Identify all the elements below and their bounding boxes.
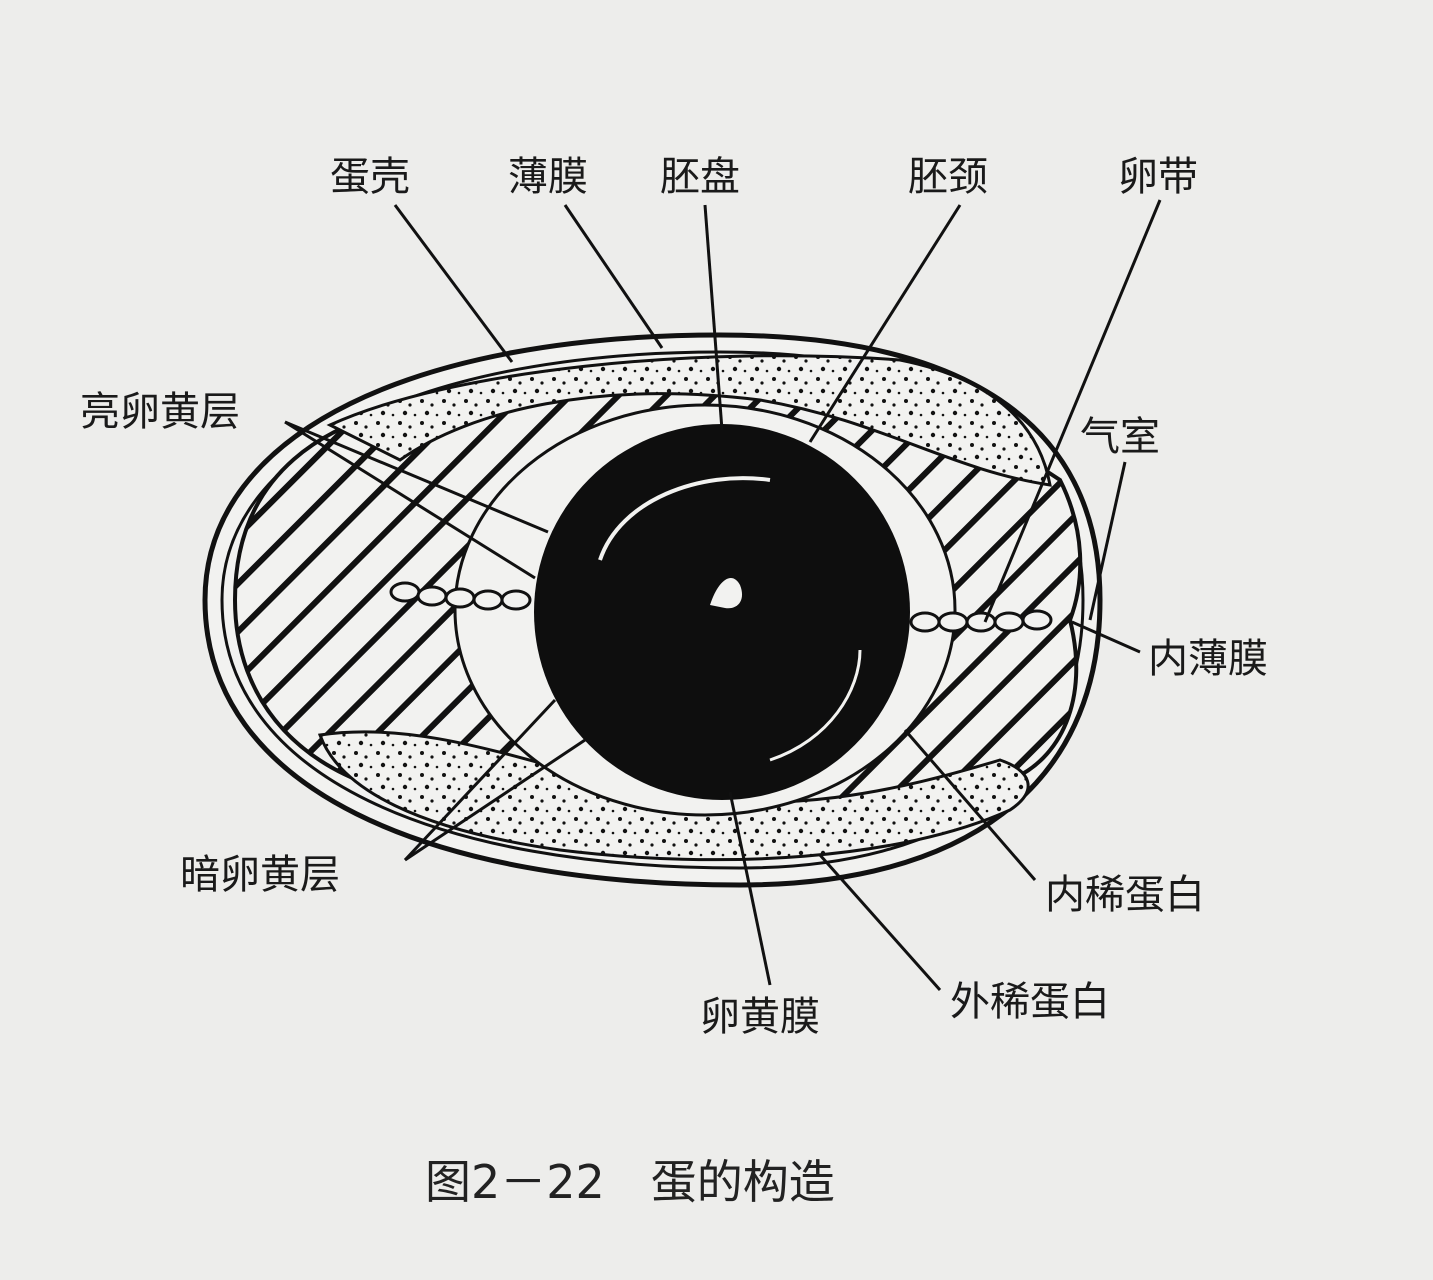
figure-caption: 图2－22 蛋的构造 [425, 1155, 835, 1209]
shell-inner-line [220, 350, 1085, 870]
label-membrane: 薄膜 [508, 154, 588, 200]
label-dark-yolk: 暗卵黄层 [180, 852, 340, 898]
chalaza-left [389, 581, 532, 611]
chalaza-right [909, 609, 1053, 633]
latebra [710, 577, 743, 609]
label-outer-thin-white: 外稀蛋白 [950, 979, 1110, 1025]
label-inner-membrane: 内薄膜 [1148, 636, 1268, 682]
outer-thin-white-top [326, 354, 1052, 487]
label-shell: 蛋壳 [330, 154, 410, 200]
yolk-highlight [598, 476, 771, 561]
leader-lines [284, 199, 1162, 991]
yolk-highlight [769, 649, 862, 762]
label-light-yolk: 亮卵黄层 [80, 389, 240, 435]
label-vitelline-membrane: 卵黄膜 [700, 994, 820, 1040]
label-inner-thin-white: 内稀蛋白 [1045, 872, 1205, 918]
label-air-cell: 气室 [1080, 414, 1160, 460]
label-blastodisc: 胚盘 [660, 154, 740, 200]
label-chalaza: 卵带 [1118, 154, 1198, 200]
label-neck: 胚颈 [908, 154, 988, 200]
